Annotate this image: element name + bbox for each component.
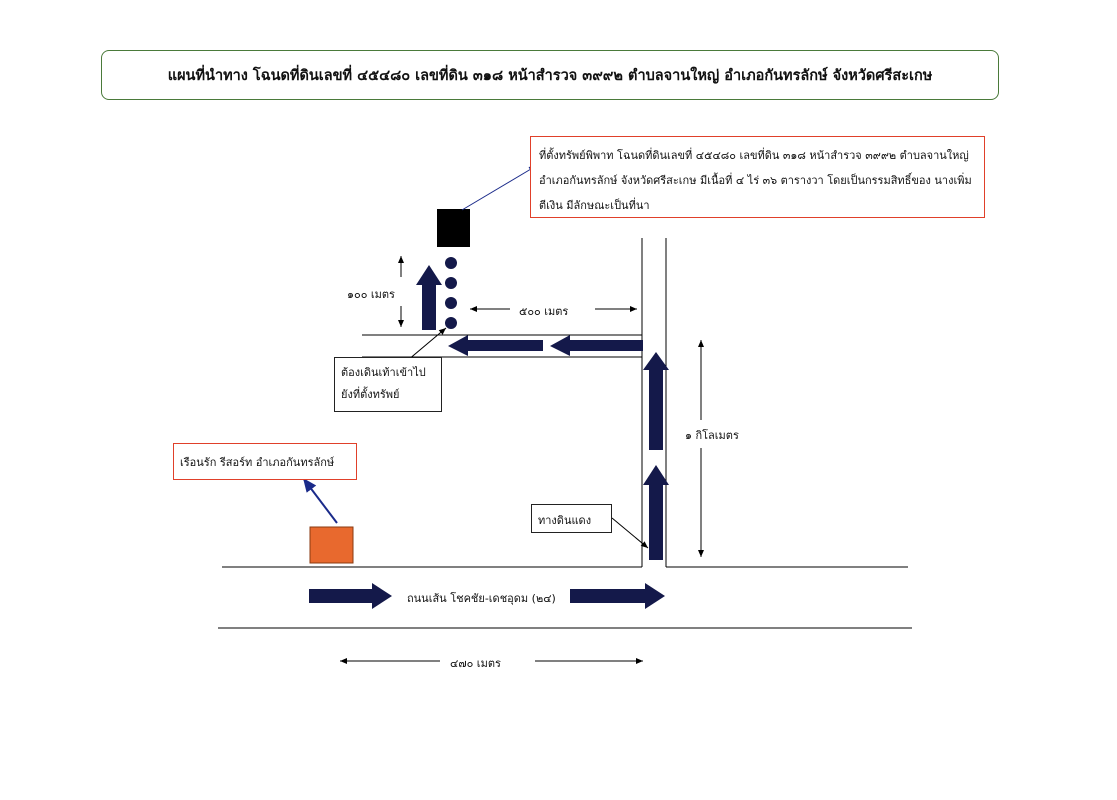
arrow-up-short	[416, 265, 442, 330]
distance-470m: ๔๗๐ เมตร	[448, 654, 503, 672]
property-note-line3: ตีเงิน มีลักษณะเป็นที่นา	[539, 199, 650, 212]
property-note-box: ที่ตั้งทรัพย์พิพาท โฉนดที่ดินเลขที่ ๔๕๔๘…	[530, 136, 985, 218]
walk-note-line1: ต้องเดินเท้าเข้าไป	[341, 366, 426, 379]
property-note-line2: อำเภอกันทรลักษ์ จังหวัดศรีสะเกษ มีเนื้อท…	[539, 174, 972, 187]
arrow-right-1	[309, 583, 392, 609]
resort-note-box: เรือนรัก รีสอร์ท อำเภอกันทรลักษ์	[173, 443, 357, 480]
arrow-up-2	[643, 465, 669, 560]
resort-marker	[309, 526, 354, 564]
map-title: แผนที่นำทาง โฉนดที่ดินเลขที่ ๔๕๔๘๐ เลขที…	[101, 50, 999, 100]
main-road-label: ถนนเส้น โชคชัย-เดชอุดม (๒๔)	[405, 589, 558, 607]
property-marker	[437, 209, 470, 247]
walk-note-line2: ยังที่ตั้งทรัพย์	[341, 388, 400, 401]
walk-path-dots	[445, 257, 457, 329]
walk-note-box: ต้องเดินเท้าเข้าไป ยังที่ตั้งทรัพย์	[334, 357, 442, 412]
dirt-pointer	[611, 517, 649, 549]
distance-100m: ๑๐๐ เมตร	[345, 285, 397, 303]
arrow-up-1	[643, 352, 669, 450]
walk-pointer	[407, 327, 447, 361]
property-pointer	[461, 165, 537, 211]
arrow-left-1	[448, 335, 543, 356]
arrow-right-2	[570, 583, 665, 609]
arrow-left-2	[550, 335, 643, 356]
distance-1km: ๑ กิโลเมตร	[683, 426, 741, 444]
property-note-line1: ที่ตั้งทรัพย์พิพาท โฉนดที่ดินเลขที่ ๔๕๔๘…	[539, 149, 969, 162]
route-arrows	[309, 265, 669, 609]
distance-500m: ๕๐๐ เมตร	[517, 302, 571, 320]
dirt-road-note-box: ทางดินแดง	[531, 504, 612, 533]
resort-pointer	[302, 477, 338, 524]
